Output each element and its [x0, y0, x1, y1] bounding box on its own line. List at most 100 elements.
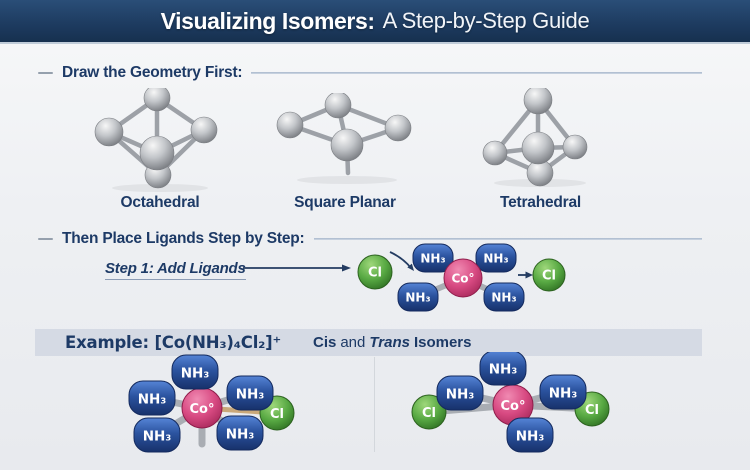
ligands-heading-label: Then Place Ligands Step by Step:: [62, 230, 305, 247]
nh3-blob: [216, 415, 264, 451]
header-title-strong: Visualizing Isomers:: [160, 7, 375, 34]
co-text: Co°: [451, 272, 474, 286]
nh3-ligand: NH₃: [171, 354, 219, 390]
nh3-ligand: NH₃: [397, 282, 439, 312]
nh3-blob: [436, 375, 484, 411]
geometry-heading-label: Draw the Geometry First:: [62, 64, 243, 81]
trans-word: Trans: [369, 334, 410, 351]
atom-sphere: [276, 111, 304, 139]
nh3-text: NH₃: [420, 252, 445, 266]
nh3-blob: [412, 243, 454, 273]
cl-text: Cl: [542, 269, 556, 284]
nh3-text: NH₃: [143, 429, 172, 445]
nh3-ligand: NH₃: [412, 243, 454, 273]
nh3-ligand: NH₃: [479, 352, 527, 386]
cl-ligand: Cl: [411, 394, 447, 430]
cl-sphere: [532, 258, 566, 292]
nh3-blob: [397, 282, 439, 312]
cl-text: Cl: [270, 407, 284, 422]
header-bar: Visualizing Isomers: A Step-by-Step Guid…: [0, 0, 750, 42]
nh3-text: NH₃: [491, 291, 516, 305]
cis-word: Cis: [313, 334, 337, 351]
atom-sphere: [562, 134, 588, 160]
example-formula: Example: [Co(NH₃)₄Cl₂]⁺: [65, 333, 282, 352]
section-heading-ligands: Then Place Ligands Step by Step:: [38, 230, 702, 248]
nh3-text: NH₃: [489, 362, 518, 378]
tetrahedral-model: [482, 88, 588, 187]
cobalt-center: Co°: [443, 258, 483, 298]
nh3-text: NH₃: [138, 392, 167, 408]
cobalt-center: Co°: [181, 387, 223, 429]
nh3-text: NH₃: [236, 387, 265, 403]
atom-sphere-center: [521, 131, 555, 165]
heading-dash-icon: [38, 72, 53, 74]
atom-sphere: [523, 88, 553, 115]
heading-rule: [313, 238, 702, 240]
nh3-ligand: NH₃: [475, 243, 517, 273]
model-shadow: [297, 176, 397, 184]
nh3-blob: [479, 352, 527, 386]
nh3-blob: [226, 375, 274, 411]
atom-sphere: [190, 116, 218, 144]
tetrahedral-label: Tetrahedral: [499, 194, 582, 211]
nh3-ligand: NH₃: [128, 380, 176, 416]
nh3-blob: [133, 417, 181, 453]
nh3-text: NH₃: [446, 387, 475, 403]
octahedral-label: Octahedral: [120, 194, 200, 211]
nh3-blob: [475, 243, 517, 273]
nh3-ligand: NH₃: [539, 374, 587, 410]
add-ligand-arrow: [389, 251, 412, 269]
nh3-text: NH₃: [226, 427, 255, 443]
nh3-blob: [171, 354, 219, 390]
nh3-text: NH₃: [181, 366, 210, 382]
cl-ligand: Cl: [532, 258, 566, 292]
atom-sphere-center: [330, 128, 364, 162]
cl-text: Cl: [368, 266, 382, 281]
nh3-blob: [539, 374, 587, 410]
step1-arrow: [243, 264, 351, 272]
arrow-head-icon: [525, 271, 533, 279]
cl-text: Cl: [422, 406, 436, 421]
section-heading-geometry: Draw the Geometry First:: [38, 64, 702, 82]
atom-sphere: [143, 88, 171, 112]
header-title-rest: A Step-by-Step Guide: [382, 8, 590, 33]
nh3-blob: [506, 417, 554, 453]
nh3-ligand: NH₃: [506, 417, 554, 453]
nh3-text: NH₃: [516, 429, 545, 445]
nh3-ligand: NH₃: [133, 417, 181, 453]
co-sphere: [443, 258, 483, 298]
isomers-word: Isomers: [413, 334, 472, 351]
atom-sphere-center: [139, 135, 175, 171]
arrow-head-icon: [342, 264, 351, 272]
trans-isomer-model: Cl Cl Co° NH₃ NH₃ NH₃ NH₃: [411, 352, 610, 453]
co-text: Co°: [190, 402, 215, 417]
nh3-text: NH₃: [405, 291, 430, 305]
square-planar-model: [276, 93, 412, 184]
cl-sphere: [411, 394, 447, 430]
atom-sphere: [482, 140, 508, 166]
atom-sphere: [384, 114, 412, 142]
heading-dash-icon: [38, 238, 53, 240]
heading-rule: [251, 72, 702, 74]
octahedral-model: [94, 88, 218, 192]
co-text: Co°: [501, 399, 526, 414]
nh3-ligand: NH₃: [216, 415, 264, 451]
nh3-ligand: NH₃: [483, 282, 525, 312]
cis-isomer-model: Cl Co° NH₃ NH₃ NH₃ NH₃ NH₃: [128, 354, 295, 453]
cobalt-center: Co°: [492, 384, 534, 426]
nh3-blob: [483, 282, 525, 312]
nh3-blob: [128, 380, 176, 416]
atom-sphere: [94, 117, 124, 147]
and-word: and: [340, 334, 366, 351]
arrow-head-icon: [407, 263, 414, 271]
cl-ligand: Cl: [357, 254, 393, 290]
isomer-divider: [374, 357, 375, 452]
step1-label: Step 1: Add Ligands: [105, 260, 246, 280]
atom-sphere: [324, 93, 352, 119]
nh3-text: NH₃: [549, 386, 578, 402]
square-planar-label: Square Planar: [294, 194, 396, 211]
nh3-text: NH₃: [483, 252, 508, 266]
